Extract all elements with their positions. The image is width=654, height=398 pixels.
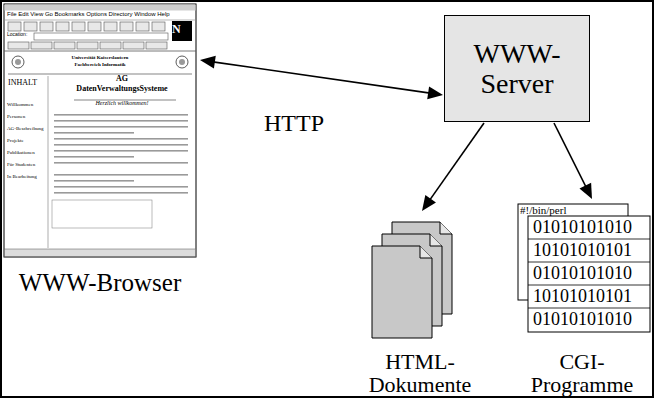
- program-pages-icon: [518, 204, 650, 332]
- screen-text: In Bearbeitung: [7, 174, 37, 180]
- screen-text: DatenVerwaltungsSysteme: [42, 85, 202, 94]
- code-line: 10101010101: [533, 287, 632, 307]
- browser-screenshot: [4, 4, 196, 257]
- connector-arrow: [200, 56, 443, 100]
- connector-arrow: [422, 123, 484, 211]
- screen-text: Herzlich willkommen!: [42, 100, 202, 107]
- connector-line: [429, 123, 484, 200]
- arrowhead: [422, 195, 436, 211]
- screen-text: AG: [42, 75, 202, 84]
- connector-arrow: [554, 123, 592, 199]
- screen-text: Location:: [7, 32, 27, 38]
- node-label: CGI- Programme: [512, 350, 652, 396]
- node-label: HTML- Dokumente: [350, 350, 490, 396]
- code-line: #!/bin/perl: [520, 204, 566, 216]
- screen-text: Publikationen: [7, 150, 35, 156]
- edge-label: HTTP: [262, 110, 326, 136]
- code-line: 01010101010: [533, 218, 632, 238]
- document-stack-icon: [372, 222, 452, 338]
- screen-text: Fachbereich Informatik: [20, 62, 180, 68]
- code-line: 01010101010: [533, 264, 632, 284]
- server-box: WWW- Server: [444, 15, 590, 122]
- code-line: 10101010101: [533, 241, 632, 261]
- node-label: WWW-Browser: [19, 270, 181, 296]
- screen-text: Für Studenten: [7, 162, 35, 168]
- screen-text: Willkommen: [7, 102, 33, 108]
- documents-node: HTML- Dokumente: [350, 212, 490, 396]
- code-line: 01010101010: [533, 310, 632, 330]
- screen-text: File Edit View Go Bookmarks Options Dire…: [7, 11, 170, 18]
- screen-text: Universität Kaiserslautern: [20, 55, 180, 61]
- screen-text: N: [172, 23, 181, 36]
- connector-line: [554, 123, 586, 187]
- node-label: WWW- Server: [457, 39, 577, 98]
- screen-text: Projekte: [7, 138, 24, 144]
- screen-text: INHALT: [8, 79, 37, 88]
- connector-line: [213, 62, 430, 93]
- screen-text: Personen: [7, 114, 25, 120]
- screen-text: AG-Beschreibung: [7, 126, 43, 132]
